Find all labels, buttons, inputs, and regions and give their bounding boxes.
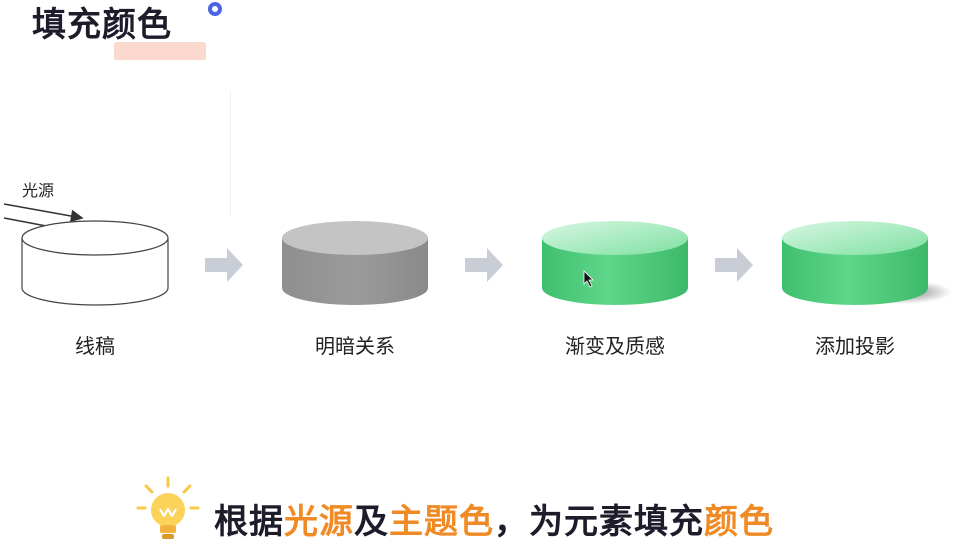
divider — [230, 90, 231, 215]
caption-part: 及 — [354, 502, 389, 542]
stage-add-shadow — [780, 218, 952, 308]
step-label: 线稿 — [75, 334, 115, 358]
cylinder-gray — [282, 221, 428, 305]
caption-part: 根据 — [214, 502, 284, 542]
caption-highlight: 主题色 — [389, 502, 494, 542]
page-title: 填充颜色 — [32, 5, 172, 45]
caption-highlight: 颜色 — [704, 502, 774, 542]
bottom-caption-text: 根据光源及主题色，为元素填充颜色 — [214, 494, 774, 543]
flow-arrow-icon — [205, 248, 243, 282]
caption-highlight: 光源 — [284, 502, 354, 542]
title-underline-highlight — [114, 42, 206, 60]
flow-arrow-icon — [715, 248, 753, 282]
step-label: 渐变及质感 — [565, 334, 665, 358]
stage-light-shade — [280, 218, 430, 308]
cylinder-green-gradient — [542, 221, 688, 305]
mouse-cursor-icon — [583, 270, 594, 288]
lightbulb-icon — [136, 476, 200, 539]
caption-part: ，为元素填充 — [494, 502, 704, 542]
title-area: 填充颜色 — [32, 2, 222, 60]
stage-gradient-texture — [540, 218, 690, 308]
flow-arrow-icon — [465, 248, 503, 282]
title-ring-icon — [208, 2, 222, 16]
light-source-label: 光源 — [22, 181, 55, 200]
cylinder-outline — [21, 220, 169, 306]
cylinder-green-shadow — [782, 221, 952, 305]
step-label: 添加投影 — [815, 334, 895, 358]
step-label: 明暗关系 — [315, 334, 395, 358]
stage-line-drawing — [20, 218, 170, 308]
